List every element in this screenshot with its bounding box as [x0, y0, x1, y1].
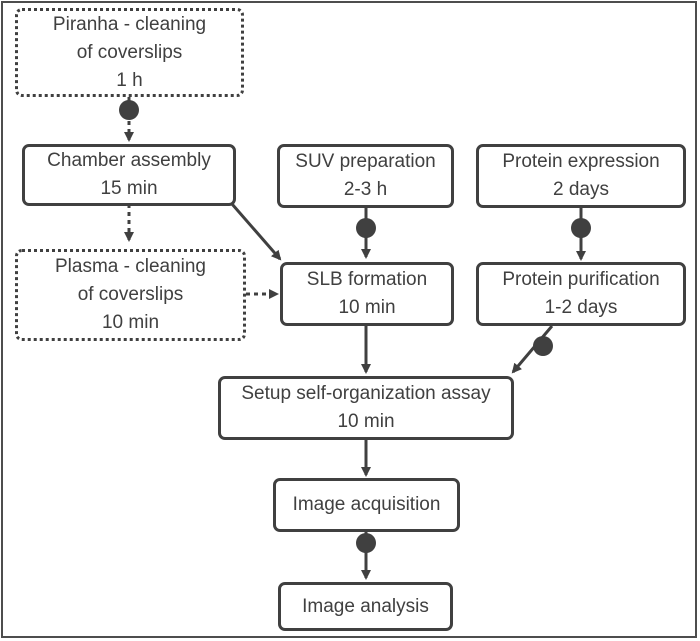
pause-dot-suv — [356, 218, 376, 238]
pause-dot-acquisition — [356, 533, 376, 553]
node-protein-expression-line2: 2 days — [553, 179, 609, 200]
node-piranha-cleaning: Piranha - cleaning of coverslips 1 h — [15, 8, 244, 97]
node-protein-purification: Protein purification 1-2 days — [476, 262, 686, 326]
node-plasma-line2: of coverslips — [77, 284, 184, 305]
node-protein-expression-line1: Protein expression — [502, 151, 660, 172]
node-setup-line2: 10 min — [337, 411, 395, 432]
node-image-acquisition: Image acquisition — [273, 478, 460, 532]
node-image-analysis: Image analysis — [278, 582, 453, 631]
node-piranha-line3: 1 h — [116, 69, 143, 91]
node-protein-expression: Protein expression 2 days — [476, 144, 686, 208]
pause-dot-purification — [533, 336, 553, 356]
node-setup-assay: Setup self-organization assay 10 min — [218, 376, 514, 440]
node-chamber-assembly: Chamber assembly 15 min — [22, 144, 236, 206]
node-protein-purification-line1: Protein purification — [502, 269, 660, 290]
pause-dot-expression — [571, 218, 591, 238]
node-suv-preparation: SUV preparation 2-3 h — [277, 144, 454, 208]
node-analysis-line1: Image analysis — [302, 595, 429, 617]
node-slb-line1: SLB formation — [306, 269, 428, 290]
node-slb-formation: SLB formation 10 min — [280, 262, 454, 326]
node-suv-line1: SUV preparation — [295, 151, 436, 172]
node-setup-line1: Setup self-organization assay — [241, 383, 491, 404]
pause-dot-piranha — [119, 100, 139, 120]
arrow-chamber-to-slb — [230, 203, 282, 261]
node-piranha-line2: of coverslips — [76, 41, 183, 63]
node-acquisition-line1: Image acquisition — [292, 494, 441, 515]
node-chamber-line2: 15 min — [100, 178, 158, 199]
node-plasma-cleaning: Plasma - cleaning of coverslips 10 min — [15, 249, 246, 341]
node-plasma-line3: 10 min — [101, 312, 160, 333]
node-slb-line2: 10 min — [338, 297, 396, 318]
node-chamber-line1: Chamber assembly — [47, 150, 211, 171]
node-suv-line2: 2-3 h — [343, 179, 388, 200]
node-plasma-line1: Plasma - cleaning — [54, 256, 207, 277]
node-piranha-line1: Piranha - cleaning — [52, 13, 207, 35]
node-protein-purification-line2: 1-2 days — [544, 297, 618, 318]
arrow-purification-to-setup — [511, 325, 554, 374]
